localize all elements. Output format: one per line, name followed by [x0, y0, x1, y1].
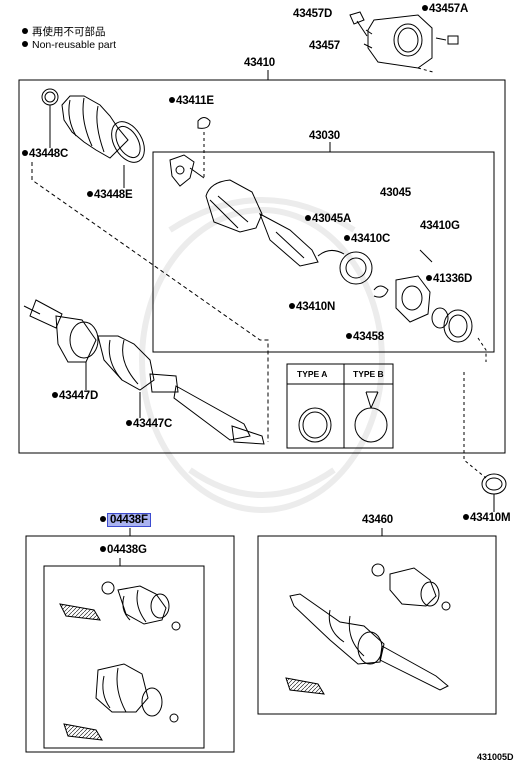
image-code: 431005D [477, 752, 514, 762]
label-43030[interactable]: 43030 [309, 130, 340, 142]
bullet-icon [52, 392, 58, 398]
legend-non-reusable-en: Non-reusable part [22, 39, 116, 51]
label-43458[interactable]: 43458 [346, 331, 384, 344]
label-43447C[interactable]: 43447C [126, 418, 172, 431]
outer-shaft-drawing [23, 299, 265, 445]
label-41336D[interactable]: 41336D [426, 273, 472, 286]
label-43447D[interactable]: 43447D [52, 390, 98, 403]
label-43410M[interactable]: 43410M [463, 512, 511, 525]
type-box [286, 363, 394, 449]
boot-43448-drawing [41, 88, 145, 188]
label-43410N[interactable]: 43410N [289, 301, 335, 314]
leader-boot [31, 162, 269, 442]
label-43410[interactable]: 43410 [244, 57, 275, 69]
label-43457D[interactable]: 43457D [293, 8, 333, 20]
inner-joint-drawing [169, 154, 487, 362]
sub-assembly-43030-frame [152, 142, 495, 353]
bullet-icon [426, 275, 432, 281]
label-43410C[interactable]: 43410C [344, 233, 390, 246]
bullet-icon [87, 191, 93, 197]
bullet-icon [305, 215, 311, 221]
label-43448E[interactable]: 43448E [87, 189, 133, 202]
label-43045[interactable]: 43045 [380, 187, 411, 199]
bullet-icon [422, 5, 428, 11]
kit-04438F-frame [25, 528, 235, 753]
watermark-emblem [139, 197, 385, 513]
label-43457A[interactable]: 43457A [422, 3, 468, 16]
type-a-label: TYPE A [297, 369, 328, 379]
bullet-icon [344, 235, 350, 241]
legend-cn-text: 再使用不可部品 [32, 26, 106, 38]
bullet-icon [22, 28, 28, 34]
bullet-icon [100, 546, 106, 552]
label-04438G[interactable]: 04438G [100, 544, 147, 557]
highlighted-part-code[interactable]: 04438F [107, 513, 151, 527]
bullet-icon [100, 516, 106, 522]
bullet-icon [126, 420, 132, 426]
label-43448C[interactable]: 43448C [22, 148, 68, 161]
label-43460[interactable]: 43460 [362, 514, 393, 526]
housing-43457-drawing [349, 11, 459, 73]
label-04438F[interactable]: 04438F [100, 513, 151, 527]
label-43411E[interactable]: 43411E [169, 95, 214, 108]
legend-non-reusable-cn: 再使用不可部品 [22, 26, 106, 38]
label-43457[interactable]: 43457 [309, 40, 340, 52]
assembly-43460-frame [257, 528, 497, 715]
bullet-icon [463, 514, 469, 520]
bullet-icon [169, 97, 175, 103]
assembly-43410-frame [18, 70, 506, 454]
bullet-icon [346, 333, 352, 339]
bullet-icon [22, 150, 28, 156]
label-43410G[interactable]: 43410G [420, 220, 460, 232]
label-43045A[interactable]: 43045A [305, 213, 351, 226]
bearing-43410M-drawing [463, 372, 507, 512]
type-b-label: TYPE B [353, 369, 384, 379]
legend-en-text: Non-reusable part [32, 39, 117, 51]
bullet-icon [289, 303, 295, 309]
bullet-icon [22, 41, 28, 47]
clip-43411E-drawing [197, 117, 211, 180]
